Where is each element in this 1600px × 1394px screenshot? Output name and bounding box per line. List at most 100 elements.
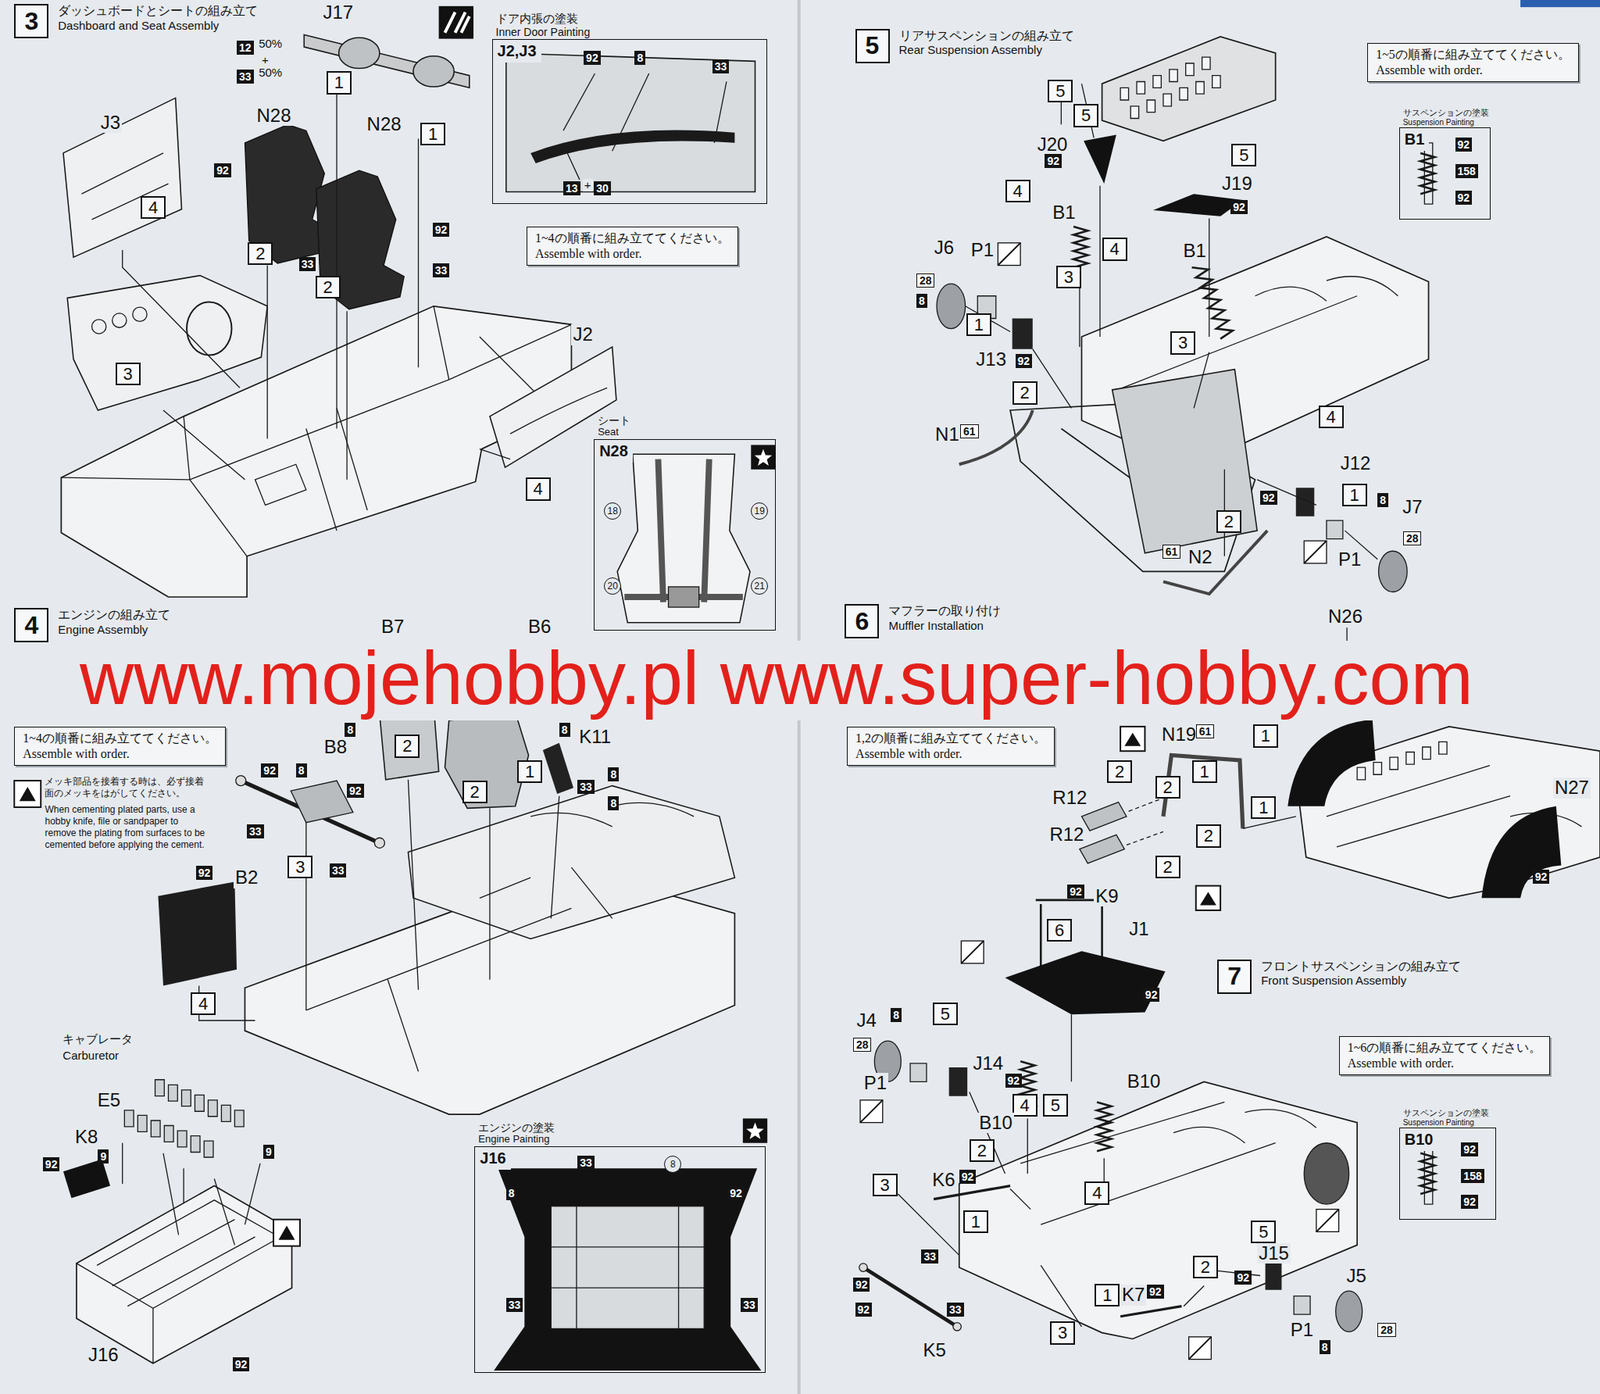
plating-icon-mark — [1124, 732, 1141, 747]
door-panel — [63, 97, 183, 258]
black-plate — [1005, 950, 1166, 1015]
damper — [1424, 142, 1433, 204]
step-heading: Engine Assembly — [57, 622, 171, 636]
paint-code: 28 — [1377, 1322, 1397, 1337]
step-order-number: 2 — [1107, 760, 1133, 783]
step-header: 6マフラーの取り付けMuffler Installation — [844, 603, 879, 639]
step-heading: Rear Suspension Assembly — [899, 42, 1075, 57]
inset-heading-block: エンジンの塗装Engine Painting — [478, 1121, 555, 1146]
step-order-number: 1 — [1250, 796, 1276, 819]
step-header: 5リアサスペンションの組み立てRear Suspension Assembly — [855, 28, 890, 64]
step-heading: Front Suspension Assembly — [1260, 973, 1461, 987]
inset-heading-block: シートSeat — [597, 414, 631, 439]
part-name: K7 — [1120, 1284, 1147, 1305]
part-name: J2 — [571, 324, 594, 345]
belt-buckle — [668, 586, 700, 608]
paint-code: 8 — [607, 796, 619, 811]
paint-code: 8 — [559, 722, 571, 737]
headrest-pad — [339, 37, 380, 68]
step-order-number: 3 — [115, 362, 141, 386]
logo-badge — [439, 6, 474, 40]
inset-heading-block: サスペンションの塗装Suspension Painting — [1403, 107, 1490, 127]
step-order-number: 2 — [315, 275, 341, 299]
paint-code: 92 — [1455, 137, 1473, 152]
paint-code: 9 — [263, 1144, 275, 1159]
part-name: J2,J3 — [492, 39, 542, 63]
paint-code: 92 — [1260, 490, 1278, 505]
damper — [1424, 1142, 1433, 1204]
logo-stripes — [444, 12, 469, 33]
star-badge — [742, 1117, 768, 1143]
paint-code: 33 — [246, 824, 265, 839]
leader-lines — [1126, 797, 1164, 845]
door-detail — [81, 153, 168, 220]
step-order-number: 4 — [190, 992, 216, 1015]
engine-body — [1112, 369, 1258, 554]
part-name: K6 — [930, 1169, 957, 1190]
paint-code: 28 — [853, 1037, 872, 1052]
part-name: P1 — [1289, 1319, 1315, 1340]
circled-number: 18 — [603, 502, 622, 520]
part-name: N1 — [933, 424, 961, 445]
step-order-number: 1 — [1253, 724, 1279, 747]
headrest-pad — [413, 56, 454, 87]
inset-heading: Suspension Painting — [1403, 1117, 1490, 1128]
step-heading-block: リアサスペンションの組み立てRear Suspension Assembly — [899, 28, 1075, 58]
step-order-number: 4 — [1012, 1093, 1038, 1117]
leader-lines — [965, 83, 1379, 560]
part-name: J16 — [475, 1146, 511, 1170]
carburetor-row — [155, 1079, 245, 1127]
note-text: 1~4の順番に組み立ててください。 — [22, 730, 218, 747]
no-glue-mark — [960, 940, 984, 964]
step-order-number: 1 — [963, 1210, 989, 1233]
paint-code: 92 — [1230, 200, 1248, 215]
link-rod — [1120, 1306, 1182, 1317]
inset-heading: サスペンションの塗装 — [1403, 1107, 1490, 1118]
seat-outline — [617, 453, 750, 622]
no-glue-icon — [997, 242, 1021, 266]
engine-block-detail — [550, 1206, 704, 1329]
part-name: B10 — [1125, 1071, 1163, 1092]
step-order-number: 2 — [394, 734, 420, 758]
door-paint-panel — [506, 53, 756, 193]
step-order-number: 1 — [966, 313, 992, 336]
note-text: Assemble with order. — [855, 746, 1047, 762]
paint-code: 92 — [727, 1185, 745, 1200]
step-number: 4 — [24, 610, 39, 640]
part-name: J6 — [932, 237, 956, 258]
paint-code: 92 — [1005, 1073, 1023, 1088]
star-badge — [750, 444, 775, 469]
step-header: 3ダッシュボードとシートの組み立てDashboard and Seat Asse… — [14, 3, 49, 39]
paint-code: 8 — [1319, 1339, 1331, 1354]
step-number-box: 5 — [855, 28, 890, 64]
paint-code: 33 — [506, 1297, 524, 1312]
chassis-detail — [1020, 1101, 1317, 1225]
order-note: 1,2の順番に組み立ててください。Assemble with order. — [846, 726, 1055, 766]
step-order-number: 2 — [462, 780, 488, 804]
step-order-number: 1 — [1342, 483, 1368, 507]
no-glue-mark — [1316, 1209, 1340, 1233]
paint-code: 92 — [1455, 190, 1473, 205]
step-number-box: 7 — [1217, 959, 1252, 994]
part-name: J19 — [1220, 173, 1254, 194]
hub-spacer — [910, 1063, 927, 1083]
step-heading-block: マフラーの取り付けMuffler Installation — [888, 603, 1001, 633]
part-name: J4 — [855, 1010, 879, 1031]
order-note: 1~5の順番に組み立ててください。Assemble with order. — [1367, 42, 1579, 83]
upright — [1296, 487, 1315, 517]
paint-code: 30 — [593, 181, 611, 196]
watermark: www.mojehobby.pl www.super-hobby.com — [79, 640, 1474, 721]
step-order-number: 4 — [1084, 1181, 1110, 1204]
paint-code: 92 — [232, 1357, 250, 1372]
part-name: J5 — [1344, 1265, 1368, 1286]
paint-code: 33 — [946, 1302, 965, 1317]
rod-end — [235, 775, 247, 786]
order-note: 1~4の順番に組み立ててください。Assemble with order. — [526, 226, 739, 266]
edge-strip — [1520, 0, 1600, 8]
paint-code: 61 — [1196, 724, 1215, 739]
paint-code: 92 — [1015, 353, 1033, 368]
chassis-detail — [1122, 276, 1399, 389]
no-glue-icon — [1316, 1209, 1340, 1233]
paint-code: 158 — [1455, 164, 1479, 179]
